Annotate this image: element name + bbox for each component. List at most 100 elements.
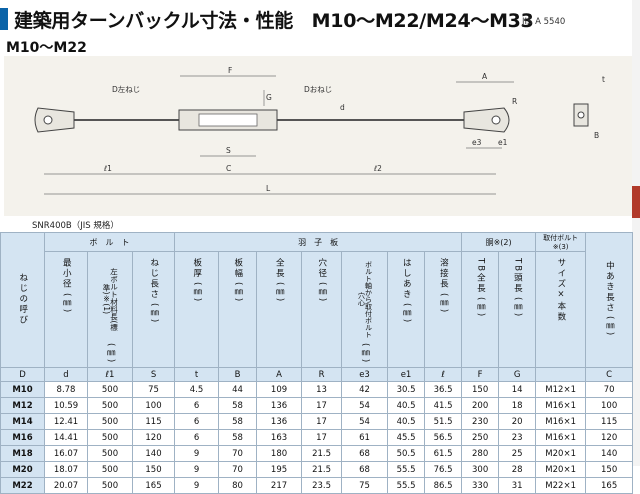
table-cell: 136 [256,397,303,415]
index-tab[interactable] [632,186,640,218]
dim-d-right: Dおねじ [304,85,332,94]
dim-d-left: D左ねじ [112,84,140,94]
table-cell: 165 [585,477,634,494]
table-cell: 20.07 [44,477,88,494]
symbol-cell: R [301,367,343,383]
right-plate [463,107,510,133]
table-cell: 18 [498,397,537,415]
table-cell: 58 [218,429,258,447]
symbol-cell: S [131,367,176,383]
table-cell: 20 [498,413,537,431]
table-cell: 76.5 [424,461,463,479]
table-cell: 18.07 [44,461,88,479]
table-cell: 86.5 [424,477,463,494]
dim-r: R [512,97,517,106]
table-cell: 50.5 [387,445,426,463]
table-cell: 230 [461,413,500,431]
col-weld-header: 溶接長(㎜) [424,250,463,369]
symbol-cell: ℓ1 [87,367,133,383]
symbol-cell: C [585,367,634,383]
col-bolt-len-header: 左ボルト材料長(標準)※(1)(㎜) [87,250,133,369]
side-view-hole [577,111,585,119]
table-cell: 21.5 [301,461,343,479]
row-size-cell: M10 [0,381,45,399]
table-cell: 109 [256,381,303,399]
table-cell: 150 [461,381,500,399]
dim-c: C [226,164,231,173]
group-header-row: ねじの呼び ボ ル ト 羽 子 板 胴※(2) 取付ボルト※(3) 中あき長さ(… [0,231,634,369]
table-cell: 17 [301,397,343,415]
table-cell: 100 [131,397,176,415]
table-cell: 120 [585,429,634,447]
dim-e3: e3 [472,138,482,147]
table-cell: 140 [131,445,176,463]
table-cell: 280 [461,445,500,463]
row-size-cell: M20 [0,461,45,479]
table-cell: 14 [498,381,537,399]
dim-d: d [340,103,345,112]
table-cell: 300 [461,461,500,479]
table-cell: 75 [341,477,389,494]
group-fitting: 取付ボルト※(3) [535,232,587,252]
table-cell: 330 [461,477,500,494]
table-cell: 61.5 [424,445,463,463]
table-cell: 500 [87,413,133,431]
table-cell: 75 [131,381,176,399]
table-cell: 58 [218,397,258,415]
symbol-row: D d ℓ1 S t B A R e3 e1 ℓ F G C [0,367,634,383]
table-cell: 17 [301,429,343,447]
table-cell: M20×1 [535,461,587,479]
col-hole-dia-header: 穴径(㎜) [301,250,343,369]
table-cell: 30.5 [387,381,426,399]
row-size-cell: M16 [0,429,45,447]
symbol-cell [535,367,587,383]
row-size-cell: M14 [0,413,45,431]
table-cell: M16×1 [535,397,587,415]
left-plate-hole [43,115,53,125]
page-title: 建築用ターンバックル寸法・性能 M10〜M22/M24〜M33 [14,10,534,32]
dim-a: A [482,72,488,81]
table-cell: 45.5 [387,429,426,447]
table-cell: 42 [341,381,389,399]
col-tb-total-header: TB全長(㎜) [461,250,500,369]
table-cell: 217 [256,477,303,494]
table-cell: 150 [131,461,176,479]
dim-f: F [228,66,232,75]
table-cell: 500 [87,429,133,447]
table-cell: 6 [174,429,220,447]
col-total-len-header: 全長(㎜) [256,250,303,369]
table-cell: 136 [256,413,303,431]
title-bar: 建築用ターンバックル寸法・性能 M10〜M22/M24〜M33 JIS A 55… [0,0,640,36]
table-cell: 4.5 [174,381,220,399]
table-cell: 6 [174,413,220,431]
table-cell: 56.5 [424,429,463,447]
table-cell: 68 [341,461,389,479]
table-cell: 500 [87,461,133,479]
turnbuckle-diagram: F D左ねじ Dおねじ G S A t d R e3 e1 ℓ1 C ℓ2 L … [4,56,634,216]
table-cell: 55.5 [387,477,426,494]
table-cell: 163 [256,429,303,447]
table-cell: 41.5 [424,397,463,415]
table-cell: 44 [218,381,258,399]
table-cell: 6 [174,397,220,415]
table-cell: 25 [498,445,537,463]
table-cell: 115 [585,413,634,431]
table-cell: 120 [131,429,176,447]
section-subtitle: M10〜M22 [6,40,87,56]
table-cell: 28 [498,461,537,479]
table-cell: 500 [87,397,133,415]
table-cell: 9 [174,477,220,494]
dim-t: t [602,75,605,84]
turnbuckle-window [198,113,258,127]
symbol-cell: B [218,367,258,383]
table-cell: 17 [301,413,343,431]
table-cell: 9 [174,461,220,479]
table-cell: 68 [341,445,389,463]
material-standard-note: SNR400B（JIS 規格） [32,221,119,231]
table-cell: 500 [87,381,133,399]
symbol-cell: t [174,367,220,383]
